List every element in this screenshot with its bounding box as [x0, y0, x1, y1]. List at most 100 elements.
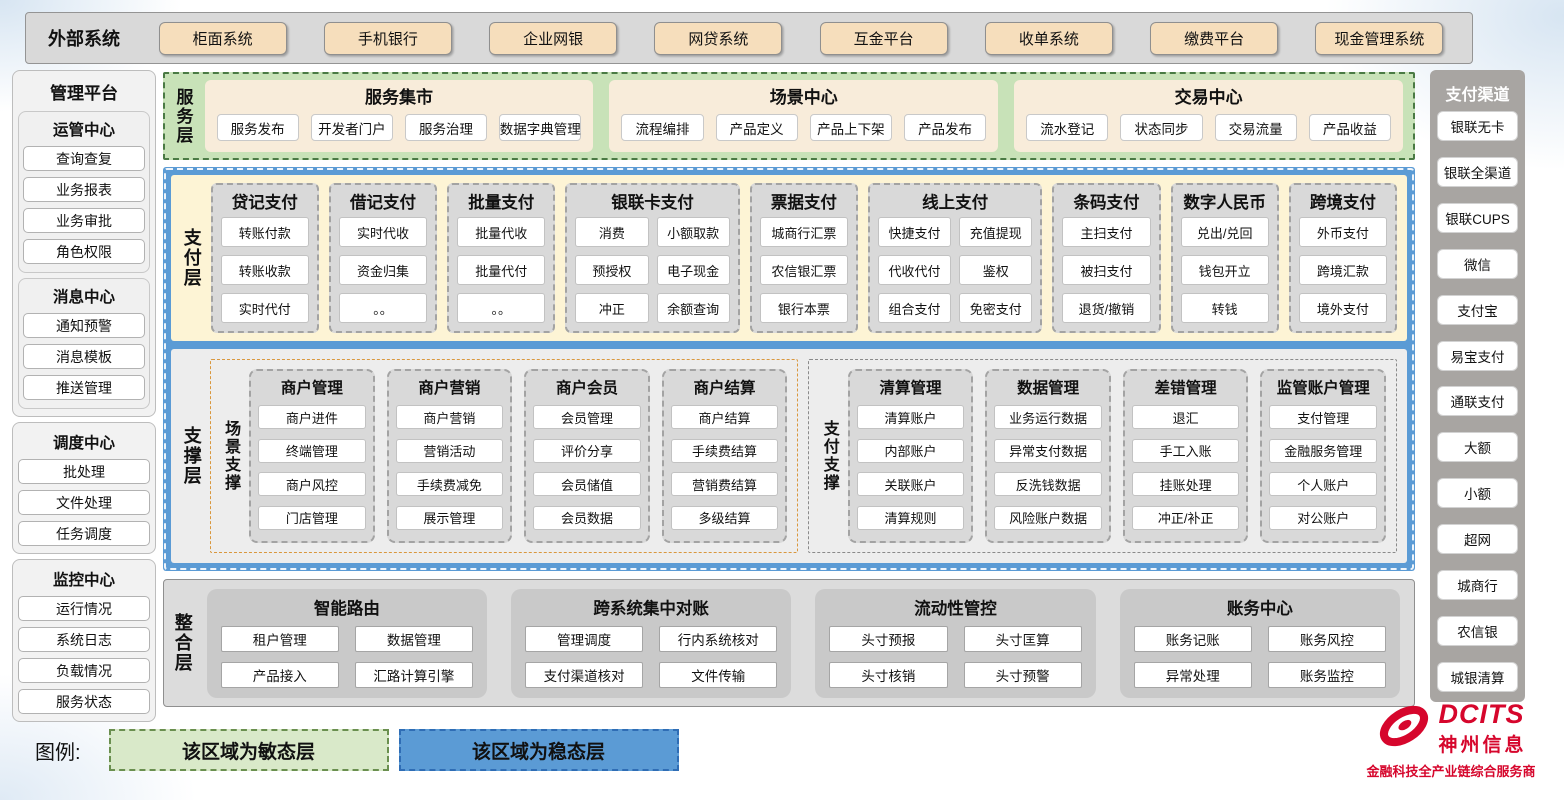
integration-group: 智能路由 租户管理数据管理产品接入汇路计算引擎 [206, 588, 488, 698]
integration-item-box: 头寸预警 [963, 661, 1082, 688]
payment-group-title: 借记支付 [350, 194, 417, 212]
external-system-box: 缴费平台 [1150, 21, 1279, 55]
integration-item-box: 产品接入 [220, 661, 339, 688]
payment-channel-box: 大额 [1437, 432, 1518, 463]
legend-stable-box: 该区域为稳态层 [398, 729, 679, 771]
payment-item-box: 免密支付 [959, 293, 1033, 323]
service-item-box: 开发者门户 [310, 114, 393, 141]
management-item-box: 负载情况 [18, 658, 150, 683]
main-architecture-area: 服务层 服务集市 服务发布开发者门户服务治理数据字典管理 场景中心 流程编排产品… [163, 72, 1415, 707]
support-group: 商户营销 商户营销营销活动手续费减免展示管理 [386, 369, 513, 543]
management-item-box: 推送管理 [23, 375, 145, 400]
service-item-box: 产品定义 [715, 114, 798, 141]
payment-item-box: 退货/撤销 [1062, 293, 1151, 323]
support-zone-groups: 清算管理 清算账户内部账户关联账户清算规则 数据管理 业务运行数据异常支付数据反… [847, 369, 1386, 543]
management-section: 运管中心 查询查复业务报表业务审批角色权限 [18, 111, 150, 273]
service-group-items: 服务发布开发者门户服务治理数据字典管理 [216, 114, 582, 141]
service-item-box: 产品上下架 [809, 114, 892, 141]
integration-item-box: 行内系统核对 [659, 625, 778, 652]
integration-group-items: 账务记账账务风控异常处理账务监控 [1133, 625, 1386, 688]
support-item-box: 反洗钱数据 [994, 472, 1102, 497]
integration-groups: 智能路由 租户管理数据管理产品接入汇路计算引擎 跨系统集中对账 管理调度行内系统… [206, 588, 1400, 698]
support-zone-label: 场景支撑 [222, 420, 240, 492]
support-item-box: 评价分享 [533, 438, 641, 463]
payment-channel-box: 银联CUPS [1437, 202, 1518, 233]
payment-group: 批量支付 批量代收批量代付。。 [447, 183, 556, 333]
payment-group: 借记支付 实时代收资金归集。。 [328, 183, 438, 333]
support-item-box: 挂账处理 [1131, 472, 1240, 497]
support-item-box: 展示管理 [395, 505, 504, 530]
service-groups: 服务集市 服务发布开发者门户服务治理数据字典管理 场景中心 流程编排产品定义产品… [204, 80, 1403, 152]
management-section: 调度中心 批处理文件处理任务调度 [12, 422, 156, 554]
payment-item-box: 预授权 [575, 255, 649, 285]
payment-item-box: 外币支付 [1298, 217, 1387, 247]
support-layer-label: 支撑层 [181, 426, 202, 486]
service-item-box: 状态同步 [1120, 114, 1203, 141]
support-item-box: 多级结算 [670, 505, 779, 530]
payment-item-box: 农信银汇票 [759, 255, 848, 285]
management-section-title: 消息中心 [52, 289, 115, 306]
management-platform-column: 管理平台 运管中心 查询查复业务报表业务审批角色权限 消息中心 通知预警消息模板… [12, 70, 156, 722]
external-system-box: 柜面系统 [158, 21, 287, 55]
integration-item-box: 汇路计算引擎 [354, 661, 474, 688]
support-item-box: 金融服务管理 [1269, 438, 1377, 463]
support-group-title: 清算管理 [879, 380, 942, 397]
management-item-box: 批处理 [18, 459, 150, 484]
payment-item-box: 跨境汇款 [1298, 255, 1387, 285]
support-item-box: 商户营销 [395, 405, 504, 430]
payment-group: 贷记支付 转账付款转账收款实时代付 [210, 183, 319, 333]
support-group: 监管账户管理 支付管理金融服务管理个人账户对公账户 [1260, 369, 1386, 543]
integration-group: 账务中心 账务记账账务风控异常处理账务监控 [1119, 588, 1400, 698]
support-item-box: 手工入账 [1131, 438, 1240, 463]
management-section-title: 调度中心 [52, 435, 115, 452]
support-item-box: 个人账户 [1269, 472, 1377, 497]
service-item-box: 产品收益 [1308, 114, 1391, 141]
payment-item-box: 兑出/兑回 [1180, 217, 1269, 247]
support-item-box: 清算规则 [856, 505, 965, 530]
payment-layer: 支付层 贷记支付 转账付款转账收款实时代付 借记支付 实时代收资金归集。。 批 [171, 175, 1407, 341]
management-platform-panel: 管理平台 运管中心 查询查复业务报表业务审批角色权限 消息中心 通知预警消息模板… [12, 70, 156, 417]
payment-group-title: 条码支付 [1073, 194, 1140, 212]
management-section-items: 查询查复业务报表业务审批角色权限 [23, 140, 145, 264]
service-group-title: 交易中心 [1174, 88, 1243, 107]
support-zone: 支付支撑 清算管理 清算账户内部账户关联账户清算规则 数据管理 [808, 359, 1397, 553]
service-layer: 服务层 服务集市 服务发布开发者门户服务治理数据字典管理 场景中心 流程编排产品… [163, 72, 1415, 160]
integration-item-box: 账务风控 [1267, 625, 1386, 652]
dcits-logo: DCITS 神州信息 金融科技全产业链综合服务商 [1356, 700, 1546, 780]
support-group: 商户结算 商户结算手续费结算营销费结算多级结算 [661, 369, 788, 543]
legend-label: 图例: [35, 741, 81, 764]
external-systems-label: 外部系统 [48, 29, 120, 49]
payment-groups: 贷记支付 转账付款转账收款实时代付 借记支付 实时代收资金归集。。 批量支付 [210, 183, 1397, 333]
payment-group-title: 票据支付 [770, 194, 837, 212]
payment-channel-box: 超网 [1437, 524, 1518, 555]
support-item-box: 关联账户 [856, 472, 965, 497]
dcits-logo-company: 神州信息 [1438, 734, 1527, 756]
support-layer: 支撑层 场景支撑 商户管理 商户进件终端管理商户风控门店管理 [171, 349, 1407, 563]
payment-group-items: 实时代收资金归集。。 [338, 217, 428, 323]
integration-item-box: 支付渠道核对 [525, 661, 644, 688]
payment-layer-label: 支付层 [181, 228, 202, 288]
payment-item-box: 余额查询 [656, 293, 730, 323]
support-zone: 场景支撑 商户管理 商户进件终端管理商户风控门店管理 商户营销 [209, 359, 799, 553]
payment-item-box: 批量代付 [457, 255, 546, 285]
payment-item-box: 资金归集 [338, 255, 428, 285]
support-item-box: 冲正/补正 [1131, 505, 1240, 530]
payment-group-items: 外币支付跨境汇款境外支付 [1298, 217, 1387, 323]
integration-group-title: 流动性管控 [914, 599, 997, 618]
management-item-box: 任务调度 [18, 521, 150, 546]
service-layer-label: 服务层 [173, 87, 193, 145]
payment-group: 线上支付 快捷支付充值提现代收代付鉴权组合支付免密支付 [867, 183, 1043, 333]
payment-item-box: 实时代付 [220, 293, 309, 323]
integration-group-items: 管理调度行内系统核对支付渠道核对文件传输 [525, 625, 778, 688]
dcits-logo-name: DCITS [1438, 698, 1525, 729]
payment-group: 票据支付 城商行汇票农信银汇票银行本票 [749, 183, 858, 333]
service-group-title: 服务集市 [364, 88, 433, 107]
support-group-items: 业务运行数据异常支付数据反洗钱数据风险账户数据 [994, 402, 1102, 533]
payment-item-box: 主扫支付 [1062, 217, 1151, 247]
support-group-title: 商户管理 [280, 380, 343, 397]
payment-group-title: 贷记支付 [231, 194, 298, 212]
integration-item-box: 头寸核销 [829, 661, 948, 688]
payment-group-title: 线上支付 [922, 194, 989, 212]
service-group: 场景中心 流程编排产品定义产品上下架产品发布 [609, 80, 999, 152]
